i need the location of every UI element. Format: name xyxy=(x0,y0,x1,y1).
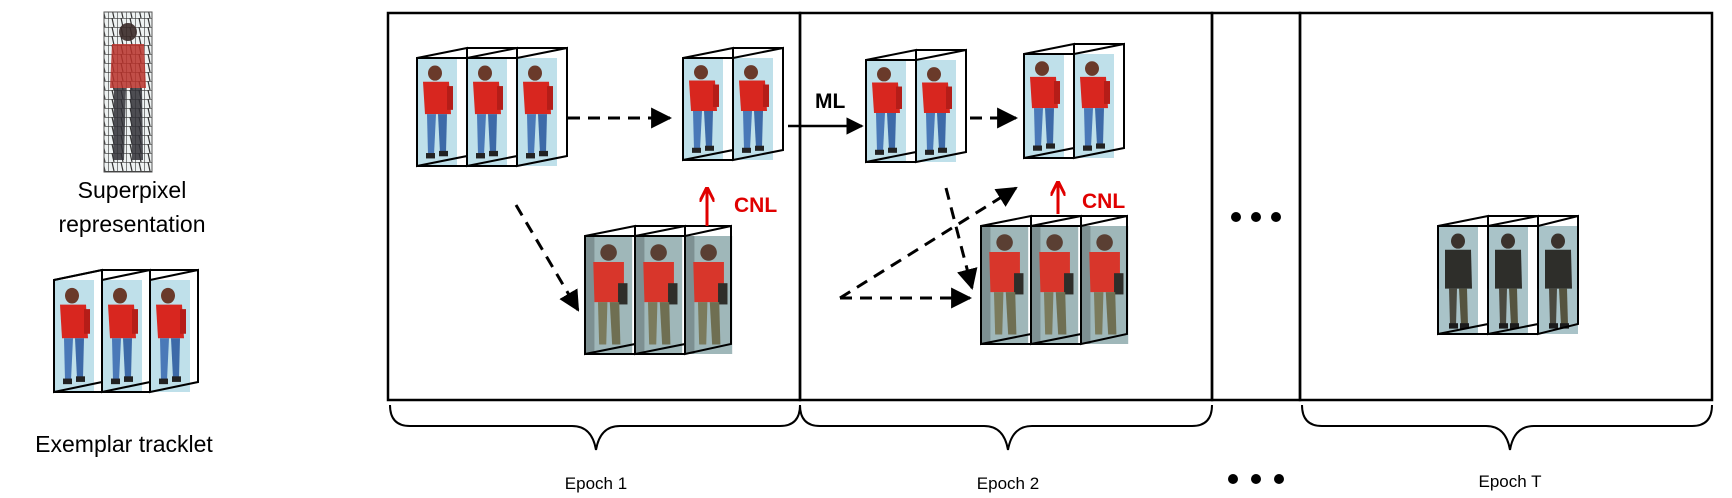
exemplar-label: Exemplar tracklet xyxy=(35,431,213,457)
epochT-brace xyxy=(1301,404,1713,451)
tracklet-frame-2 xyxy=(101,268,151,394)
epoch2-label: Epoch 2 xyxy=(977,474,1039,493)
superpixel-figure xyxy=(103,11,153,173)
epochT-label: Epoch T xyxy=(1478,472,1541,491)
epochT-panel xyxy=(1298,11,1714,402)
epoch2-dashed-arrow-down xyxy=(944,187,978,291)
ml-label: ML xyxy=(815,90,845,113)
tracklet-frame-3 xyxy=(149,268,199,394)
epoch2-dashed-arrow-up xyxy=(839,186,1018,300)
epoch2-brace xyxy=(799,404,1213,451)
epoch1-tracklet-a xyxy=(416,46,568,168)
epoch1-dashed-arrow-diagonal xyxy=(514,204,580,312)
tracklet-frame-1 xyxy=(53,268,103,394)
ellipsis-dots-bottom xyxy=(1228,474,1284,484)
epoch2-cnl-label: CNL xyxy=(1082,190,1125,213)
epochT-tracklet xyxy=(1437,214,1579,336)
epoch1-tracklet-c xyxy=(584,224,733,356)
exemplar-tracklet xyxy=(53,268,199,394)
epoch2-tracklet-b xyxy=(1023,42,1125,160)
epoch1-tracklet-b xyxy=(682,46,784,162)
superpixel-label-line2: representation xyxy=(58,211,205,237)
epoch1-cnl-label: CNL xyxy=(734,194,777,217)
epoch2-tracklet-a xyxy=(865,48,967,164)
superpixel-label-line1: Superpixel xyxy=(78,177,187,203)
ellipsis-panel xyxy=(1210,11,1302,402)
epoch1-label: Epoch 1 xyxy=(565,474,627,493)
ellipsis-dots-panel xyxy=(1231,212,1281,222)
epoch1-brace xyxy=(389,404,801,451)
epoch2-tracklet-c xyxy=(980,214,1129,346)
